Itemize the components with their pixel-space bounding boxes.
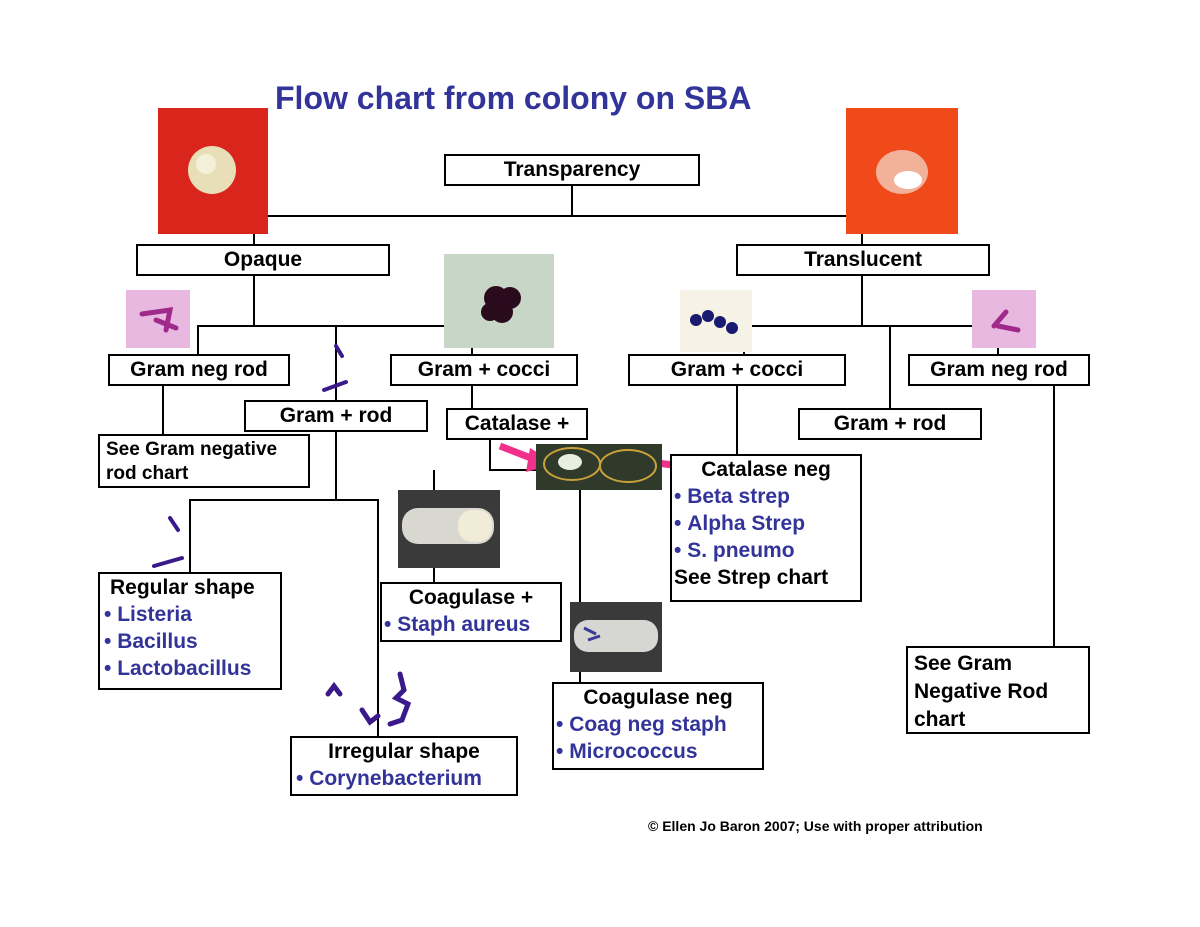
coagulase-neg-node: Coagulase neg Coag neg staph Micrococcus bbox=[552, 682, 764, 770]
organism-micrococcus: Micrococcus bbox=[556, 738, 760, 765]
transparency-node: Transparency bbox=[444, 154, 700, 186]
catalase-neg-node: Catalase neg Beta strep Alpha Strep S. p… bbox=[670, 454, 862, 602]
organism-bacillus: Bacillus bbox=[104, 628, 276, 655]
page-title: Flow chart from colony on SBA bbox=[275, 80, 752, 116]
organism-staph-aureus: Staph aureus bbox=[384, 611, 558, 638]
opaque-colony-image bbox=[158, 108, 268, 234]
coagulase-pos-tube-image bbox=[398, 490, 500, 568]
catalase-pos-node: Catalase + bbox=[446, 408, 588, 440]
organism-coag-neg-staph: Coag neg staph bbox=[556, 711, 760, 738]
translucent-node: Translucent bbox=[736, 244, 990, 276]
opaque-node: Opaque bbox=[136, 244, 390, 276]
organism-lactobacillus: Lactobacillus bbox=[104, 655, 276, 682]
organism-corynebacterium: Corynebacterium bbox=[296, 765, 512, 792]
gram-neg-rod-left-node: Gram neg rod bbox=[108, 354, 290, 386]
gram-pos-cocci-left-node: Gram + cocci bbox=[390, 354, 578, 386]
gram-neg-rod-right-node: Gram neg rod bbox=[908, 354, 1090, 386]
irregular-rod-image bbox=[318, 664, 422, 736]
coagulase-neg-head: Coagulase neg bbox=[583, 686, 733, 709]
staph-cocci-image bbox=[444, 254, 554, 348]
see-gram-neg-chart-left-node: See Gram negative rod chart bbox=[98, 434, 310, 488]
see-strep-chart: See Strep chart bbox=[674, 566, 829, 589]
gram-pos-rod-left-node: Gram + rod bbox=[244, 400, 428, 432]
regular-rod-image bbox=[146, 512, 190, 572]
gram-pos-rod-image bbox=[318, 340, 354, 396]
catalase-neg-head: Catalase neg bbox=[701, 458, 831, 481]
copyright-note: © Ellen Jo Baron 2007; Use with proper a… bbox=[648, 818, 983, 834]
gram-pos-rod-right-node: Gram + rod bbox=[798, 408, 982, 440]
coagulase-neg-tube-image bbox=[570, 602, 662, 672]
organism-beta-strep: Beta strep bbox=[674, 483, 858, 510]
organism-listeria: Listeria bbox=[104, 601, 276, 628]
regular-shape-head: Regular shape bbox=[110, 576, 255, 599]
regular-shape-node: Regular shape Listeria Bacillus Lactobac… bbox=[98, 572, 282, 690]
coagulase-pos-node: Coagulase + Staph aureus bbox=[380, 582, 562, 642]
translucent-colony-image bbox=[846, 108, 958, 234]
organism-alpha-strep: Alpha Strep bbox=[674, 510, 858, 537]
gram-pos-cocci-right-node: Gram + cocci bbox=[628, 354, 846, 386]
strep-chain-image bbox=[680, 290, 752, 352]
organism-s-pneumo: S. pneumo bbox=[674, 537, 858, 564]
coagulase-pos-head: Coagulase + bbox=[408, 586, 534, 609]
gram-neg-rod-image-right bbox=[972, 290, 1036, 348]
irregular-shape-node: Irregular shape Corynebacterium bbox=[290, 736, 518, 796]
see-gram-neg-chart-right-node: See Gram Negative Rod chart bbox=[906, 646, 1090, 734]
gram-neg-rod-image-left bbox=[126, 290, 190, 348]
catalase-test-image bbox=[536, 444, 662, 490]
irregular-shape-head: Irregular shape bbox=[328, 740, 480, 763]
